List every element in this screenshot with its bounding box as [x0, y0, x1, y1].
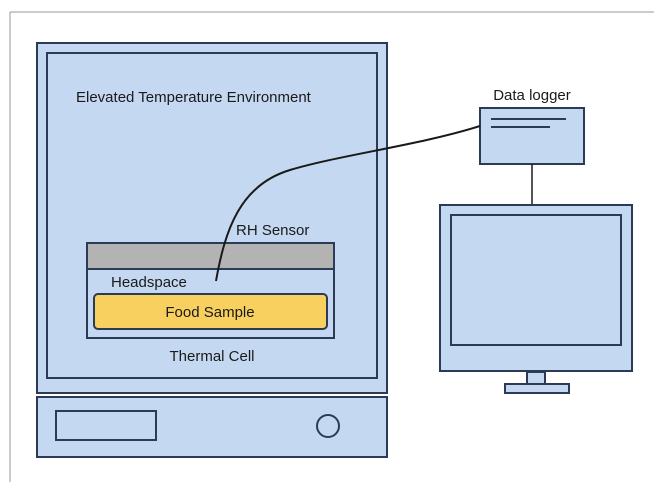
monitor-stand-base	[504, 383, 570, 394]
thermal-cell-label: Thermal Cell	[169, 348, 254, 365]
thermal-cell-lid	[86, 242, 335, 270]
data-logger	[479, 107, 585, 205]
control-knob	[316, 414, 340, 438]
rh-sensor-label: RH Sensor	[236, 222, 309, 239]
environment-label: Elevated Temperature Environment	[76, 89, 312, 106]
thermal-cell	[86, 242, 335, 339]
control-display	[55, 410, 157, 441]
monitor-screen	[450, 214, 622, 346]
headspace-label: Headspace	[111, 274, 187, 291]
chamber-control-base	[36, 396, 388, 458]
monitor-neck	[526, 371, 546, 385]
rh-sensor-wire	[215, 125, 481, 282]
environment-chamber	[36, 42, 388, 394]
food-sample-label: Food Sample	[165, 304, 254, 321]
data-logger-label: Data logger	[493, 87, 571, 104]
computer-monitor	[439, 204, 633, 394]
food-sample-tray	[93, 293, 328, 330]
data-logger-box	[479, 107, 585, 165]
